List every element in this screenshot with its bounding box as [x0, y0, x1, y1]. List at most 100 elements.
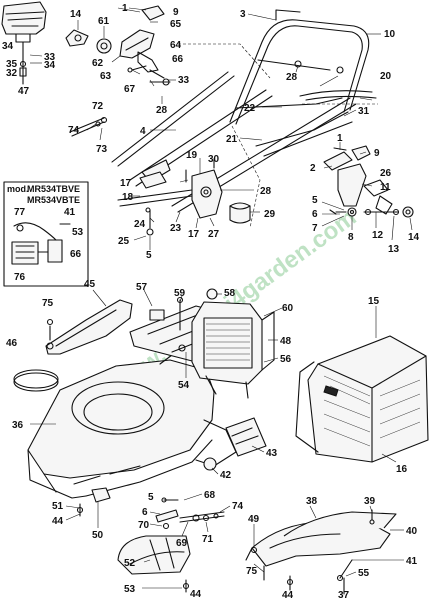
engine-drawing — [1, 1, 47, 85]
callout-5c: 5 — [148, 492, 154, 503]
callout-70: 70 — [138, 520, 150, 531]
model-name-1: MR534TBVE — [27, 184, 80, 194]
callout-44b: 44 — [190, 589, 202, 600]
small-parts-drawing — [76, 487, 225, 593]
callout-34b: 34 — [44, 60, 56, 71]
callout-60: 60 — [282, 303, 294, 314]
callout-73: 73 — [96, 144, 108, 155]
lower-brackets-drawing — [117, 159, 251, 236]
callout-2: 2 — [310, 163, 316, 174]
callout-72: 72 — [92, 101, 104, 112]
callout-8: 8 — [348, 232, 354, 243]
callout-30: 30 — [208, 154, 220, 165]
callout-75b: 75 — [246, 566, 258, 577]
callout-labels: 1 9 3 10 14 61 65 64 66 62 63 33 67 28 3… — [2, 3, 420, 600]
callout-19: 19 — [186, 150, 198, 161]
mower-deck-drawing — [27, 351, 237, 499]
model-name-2: MR534VBTE — [27, 195, 80, 205]
callout-29: 29 — [264, 209, 276, 220]
callout-35: 35 — [6, 59, 18, 70]
callout-33: 33 — [178, 75, 190, 86]
rear-flap-frame-drawing — [129, 288, 275, 399]
callout-75: 75 — [42, 298, 54, 309]
callout-34: 34 — [2, 41, 14, 52]
callout-17b: 17 — [188, 229, 200, 240]
callout-20: 20 — [380, 71, 392, 82]
callout-23: 23 — [170, 223, 182, 234]
callout-44c: 44 — [282, 590, 294, 600]
callout-33b: 33 — [44, 52, 56, 63]
callout-54: 54 — [178, 380, 190, 391]
callout-68: 68 — [204, 490, 216, 501]
callout-32: 32 — [6, 68, 18, 79]
grass-catcher-drawing — [295, 335, 429, 463]
callout-63: 63 — [100, 71, 112, 82]
callout-13: 13 — [388, 244, 400, 255]
callout-15: 15 — [368, 296, 380, 307]
callout-28: 28 — [156, 105, 168, 116]
callout-37: 37 — [338, 590, 350, 600]
callout-18: 18 — [122, 192, 134, 203]
callout-40: 40 — [406, 526, 418, 537]
callout-59: 59 — [174, 288, 186, 299]
callout-16: 16 — [396, 464, 408, 475]
callout-44: 44 — [52, 516, 64, 527]
discharge-guard-drawing — [245, 509, 397, 595]
callout-61: 61 — [98, 16, 110, 27]
callout-38: 38 — [306, 496, 318, 507]
callout-53b: 53 — [124, 584, 136, 595]
callout-50: 50 — [92, 530, 104, 541]
callout-65: 65 — [170, 19, 182, 30]
callout-67: 67 — [124, 84, 136, 95]
callout-10: 10 — [384, 29, 396, 40]
callout-31: 31 — [358, 106, 370, 117]
callout-6: 6 — [312, 209, 318, 220]
callout-74b: 74 — [232, 501, 244, 512]
callout-3: 3 — [240, 9, 246, 20]
callout-25: 25 — [118, 236, 130, 247]
callout-49: 49 — [248, 514, 260, 525]
model-variant-box: mod. MR534TBVE MR534VBTE — [3, 181, 89, 287]
callout-4: 4 — [140, 126, 146, 137]
callout-24: 24 — [134, 219, 146, 230]
callout-48: 48 — [280, 336, 292, 347]
callout-12: 12 — [372, 230, 384, 241]
lever-assembly-drawing — [323, 145, 414, 218]
callout-56: 56 — [280, 354, 292, 365]
callout-77: 77 — [14, 207, 26, 218]
callout-5b: 5 — [146, 250, 152, 261]
callout-9: 9 — [173, 7, 179, 18]
callout-14: 14 — [70, 9, 82, 20]
handle-bar-drawing — [111, 9, 378, 229]
callout-53: 53 — [72, 227, 84, 238]
callout-52: 52 — [124, 558, 136, 569]
callout-22: 22 — [244, 103, 256, 114]
callout-1b: 1 — [337, 133, 343, 144]
callout-71: 71 — [202, 534, 214, 545]
model-prefix: mod. — [7, 184, 29, 194]
callout-41: 41 — [64, 207, 76, 218]
callout-66b: 66 — [70, 249, 82, 260]
callout-64: 64 — [170, 40, 182, 51]
callout-69: 69 — [176, 538, 188, 549]
callout-36: 36 — [12, 420, 24, 431]
callout-5: 5 — [312, 195, 318, 206]
callout-39: 39 — [364, 496, 376, 507]
callout-46: 46 — [6, 338, 18, 349]
callout-45: 45 — [84, 279, 96, 290]
callout-28c: 28 — [260, 186, 272, 197]
callout-28b: 28 — [286, 72, 298, 83]
belt-ring-drawing — [13, 369, 59, 392]
callout-41b: 41 — [406, 556, 418, 567]
callout-27: 27 — [208, 229, 220, 240]
callout-11: 11 — [380, 182, 391, 193]
callout-74: 74 — [68, 125, 80, 136]
callout-51: 51 — [52, 501, 64, 512]
callout-14b: 14 — [408, 232, 420, 243]
callout-57: 57 — [136, 282, 148, 293]
callout-62: 62 — [92, 58, 104, 69]
callout-17: 17 — [120, 178, 132, 189]
leader-lines — [30, 7, 413, 589]
cover-plate-drawing — [225, 417, 267, 457]
